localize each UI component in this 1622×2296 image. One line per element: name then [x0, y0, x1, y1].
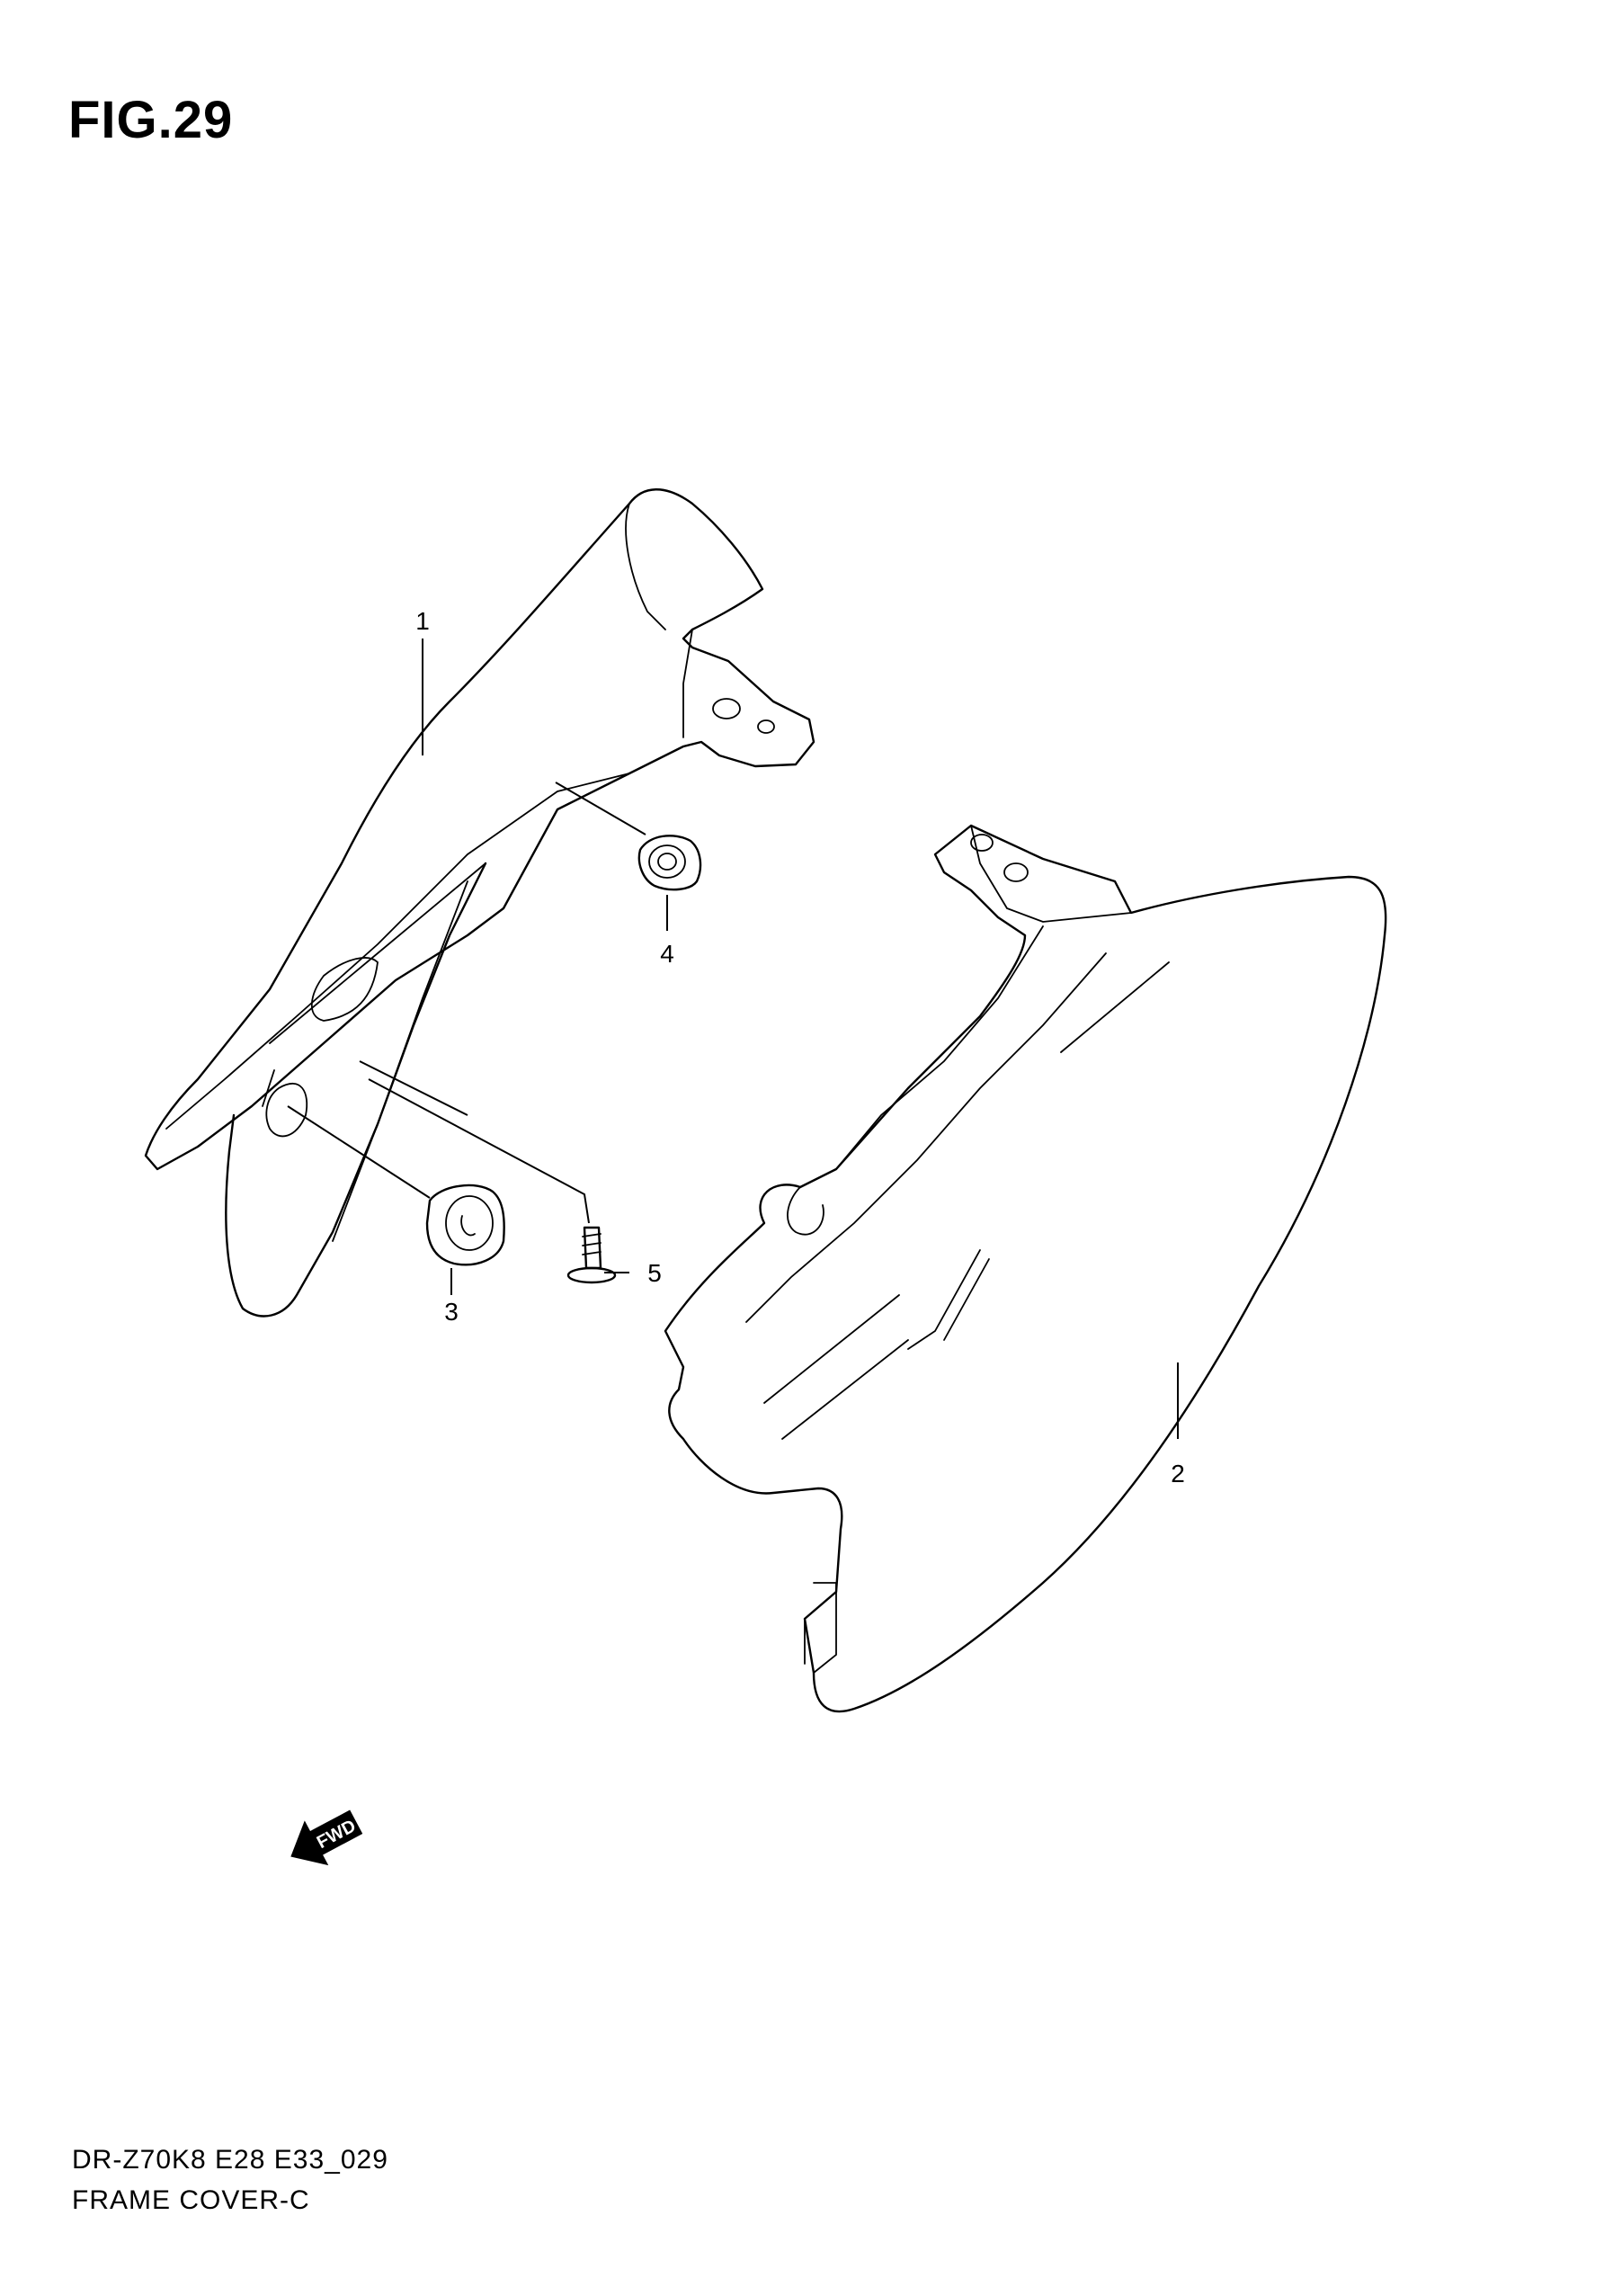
footer-section-name: FRAME COVER-C: [72, 2185, 310, 2215]
callout-3: 3: [444, 1298, 459, 1326]
fwd-arrow-icon: FWD: [290, 1809, 363, 1866]
part-1-left-frame-cover: [144, 488, 815, 1318]
callout-2: 2: [1171, 1460, 1185, 1487]
part-2-right-frame-cover: [664, 824, 1387, 1713]
callout-1: 1: [415, 607, 430, 635]
part-5-screw: [566, 1226, 617, 1284]
leader-lines: [287, 639, 1179, 1439]
callout-5: 5: [647, 1259, 662, 1287]
figure-title: FIG.29: [68, 91, 234, 149]
part-3-cushion: [425, 1184, 505, 1266]
part-4-grommet: [637, 835, 702, 891]
footer-model-code: DR-Z70K8 E28 E33_029: [72, 2145, 388, 2175]
callout-4: 4: [660, 940, 674, 968]
